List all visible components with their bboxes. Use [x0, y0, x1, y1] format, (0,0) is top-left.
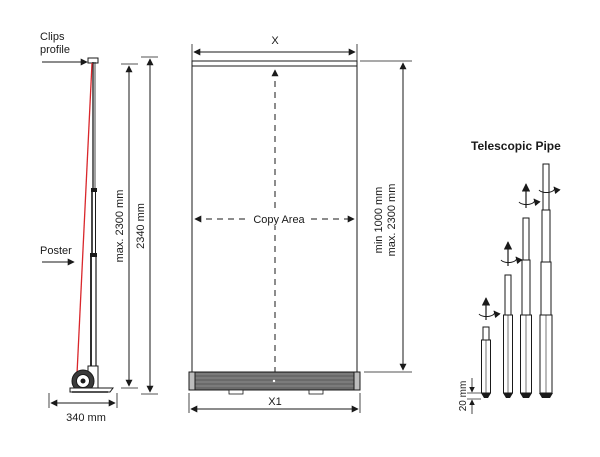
side-view: Clips profile Poster max. 2300 mm [40, 31, 158, 424]
front-base-endcap-left [188, 371, 196, 391]
front-foot-left [228, 389, 244, 395]
copy-area-label: Copy Area [253, 214, 305, 226]
side-roll-core [80, 378, 86, 384]
front-view: X Copy Area X1 min 1000 mm max. 2300 mm [188, 35, 412, 413]
pipe-stage-2 [500, 241, 523, 398]
pipe4-upper-segment [541, 209, 551, 263]
pipe3-rotate-arrow [518, 198, 541, 207]
pipe4-foot [539, 393, 553, 398]
front-foot-right [308, 389, 324, 395]
pipe-stage-1: 20 mm [458, 297, 501, 414]
pipe3-foot [520, 393, 532, 398]
side-pole-joint-2 [90, 253, 97, 257]
pipe-stage-4 [538, 163, 561, 398]
front-base-dot [272, 379, 276, 383]
pipe4-top-segment [542, 163, 550, 211]
top-width-label: X [271, 35, 279, 47]
clips-label-line1: Clips [40, 31, 65, 43]
poster-label: Poster [40, 245, 72, 257]
front-base-endcap-right [353, 371, 361, 391]
pipe4-rotate-arrow [538, 186, 561, 195]
height-max-label: max. 2300 mm [386, 184, 398, 257]
side-pole-joint-1 [91, 188, 97, 192]
pipe1-top-segment [482, 326, 490, 341]
pipe2-rotate-arrow [500, 256, 523, 265]
pipe2-foot [503, 393, 513, 398]
pipe4-middle-segment [540, 261, 552, 316]
pipe3-top-segment [522, 217, 530, 261]
base-x1-label: X1 [268, 396, 281, 408]
side-poster-line [76, 62, 93, 375]
pipe1-foot [481, 393, 491, 398]
pipe-stage-3 [518, 183, 541, 398]
pipe3-middle-segment [521, 259, 531, 316]
pipe2-top-segment [504, 274, 512, 316]
inner-height-label: max. 2300 mm [114, 190, 126, 263]
copy-area-label-bg [247, 210, 310, 226]
height-min-label: min 1000 mm [373, 187, 385, 254]
base-width-label: 340 mm [66, 412, 106, 424]
clips-label-line2: profile [40, 44, 70, 56]
pipe1-rotate-arrow [478, 310, 501, 319]
top-rail [191, 60, 358, 67]
outer-height-label: 2340 mm [135, 203, 147, 249]
telescopic-pipe-view: Telescopic Pipe 20 mm [458, 139, 561, 414]
dim-20mm-label: 20 mm [458, 381, 469, 412]
telescopic-title: Telescopic Pipe [471, 139, 561, 153]
